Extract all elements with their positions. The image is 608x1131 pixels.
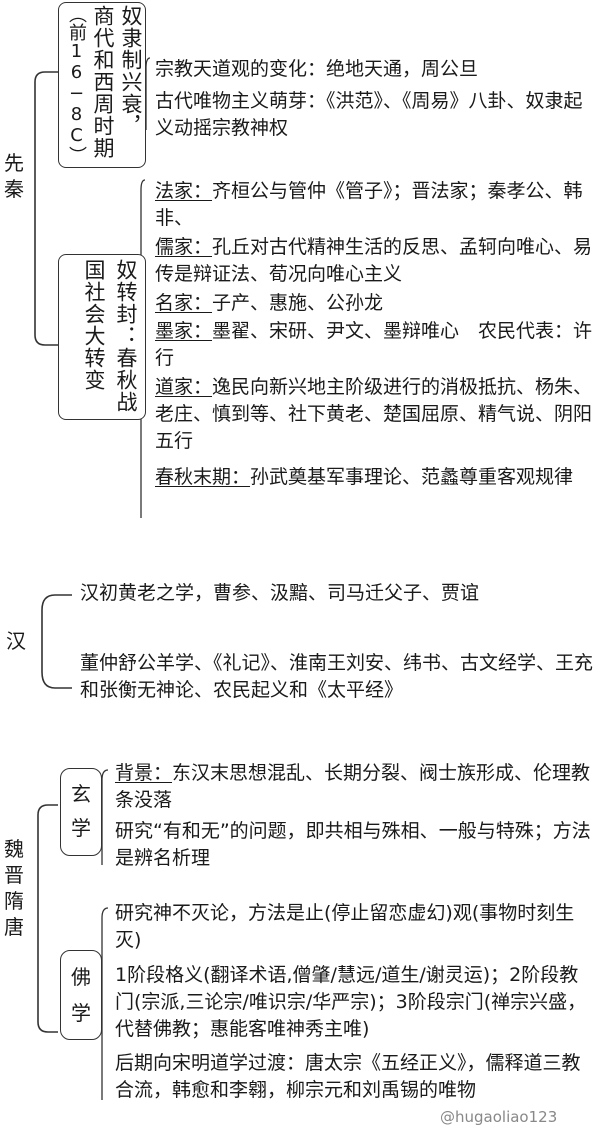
box2-col-a: 奴转封：春秋战	[114, 259, 138, 413]
daojia-label: 道家：	[155, 376, 213, 398]
rujia-text: 孔丘对古代精神生活的反思、孟轲向唯心、易传是辩证法、荀况向唯心主义	[155, 236, 593, 285]
mingjia-label: 名家：	[155, 292, 213, 314]
fojiao-item-3: 后期向宋明道学过渡：唐太宗《五经正义》，儒释道三教合流，韩愈和李翱，柳宗元和刘禹…	[115, 1052, 581, 1101]
mojia-text: 墨翟、宋研、尹文、墨辩唯心 农民代表：许行	[155, 320, 593, 369]
era-weijin: 魏 晋 隋 唐	[4, 837, 24, 939]
box1-col-c: （前16−8C）	[66, 5, 87, 164]
era-han: 汉	[6, 629, 26, 653]
xianqin-item-mingjia: 名家：子产、惠施、公孙龙	[155, 290, 595, 317]
chunqiu-label: 春秋末期：	[155, 466, 251, 488]
fajia-label: 法家：	[155, 180, 213, 202]
xuanxue-bg-text: 东汉末思想混乱、长期分裂、阀士族形成、伦理教条没落	[115, 762, 591, 811]
era-xianqin: 先 秦	[4, 151, 24, 201]
mingjia-text: 子产、惠施、公孙龙	[212, 292, 384, 314]
box1-col-a: 奴隶制兴衰，	[119, 5, 143, 137]
xianqin-item-rujia: 儒家：孔丘对古代精神生活的反思、孟轲向唯心、易传是辩证法、荀况向唯心主义	[155, 234, 595, 288]
xianqin-item-fajia: 法家：齐桓公与管仲《管子》；晋法家；秦孝公、韩非、	[155, 178, 595, 232]
chunqiu-text: 孙武奠基军事理论、范蠡尊重客观规律	[250, 466, 574, 488]
spring-autumn-box: 奴转封：春秋战 国社会大转变	[58, 254, 146, 420]
xianqin-item-1: 宗教天道观的变化：绝地天通，周公旦	[155, 58, 479, 80]
xuanxue-background: 背景：东汉末思想混乱、长期分裂、阀士族形成、伦理教条没落	[115, 760, 595, 814]
xianqin-item-chunqiu: 春秋末期：孙武奠基军事理论、范蠡尊重客观规律	[155, 464, 595, 491]
slavery-period-box: 奴隶制兴衰， 商代和西周时期 （前16−8C）	[58, 2, 146, 168]
fajia-text: 齐桓公与管仲《管子》；晋法家；秦孝公、韩非、	[155, 180, 583, 229]
xianqin-item-mojia: 墨家：墨翟、宋研、尹文、墨辩唯心 农民代表：许行	[155, 318, 595, 372]
han-line-1: 汉初黄老之学，曹参、汲黯、司马迁父子、贾谊	[80, 582, 480, 604]
fojiao-label: 佛 学	[71, 965, 91, 1025]
fojiao-item-1: 研究神不灭论，方法是止(停止留恋虚幻)观(事物时刻生灭)	[115, 902, 575, 951]
rujia-label: 儒家：	[155, 236, 213, 258]
xianqin-item-2: 古代唯物主义萌芽：《洪范》、《周易》八卦、奴隶起义动摇宗教神权	[155, 90, 583, 139]
box2-col-b: 国社会大转变	[82, 259, 106, 391]
xuanxue-label: 玄 学	[71, 782, 91, 840]
box1-col-b: 商代和西周时期	[91, 5, 115, 159]
xuanxue-box: 玄 学	[60, 768, 102, 856]
fojiao-item-2: 1阶段格义(翻译术语,僧肇/慧远/道生/谢灵运)；2阶段教门(宗派,三论宗/唯识…	[115, 964, 587, 1040]
xianqin-item-daojia: 道家：逸民向新兴地主阶级进行的消极抵抗、杨朱、老庄、慎到等、社下黄老、楚国屈原、…	[155, 374, 595, 455]
watermark: @hugaoliao123	[440, 1108, 558, 1126]
fojiao-box: 佛 学	[60, 950, 102, 1040]
xuanxue-bg-label: 背景：	[115, 762, 173, 784]
daojia-text: 逸民向新兴地主阶级进行的消极抵抗、杨朱、老庄、慎到等、社下黄老、楚国屈原、精气说…	[155, 376, 593, 452]
xuanxue-research: 研究“有和无”的问题，即共相与殊相、一般与特殊；方法是辨名析理	[115, 820, 591, 869]
mojia-label: 墨家：	[155, 320, 213, 342]
han-line-2: 董仲舒公羊学、《礼记》、淮南王刘安、纬书、古文经学、王充和张衡无神论、农民起义和…	[80, 652, 594, 701]
